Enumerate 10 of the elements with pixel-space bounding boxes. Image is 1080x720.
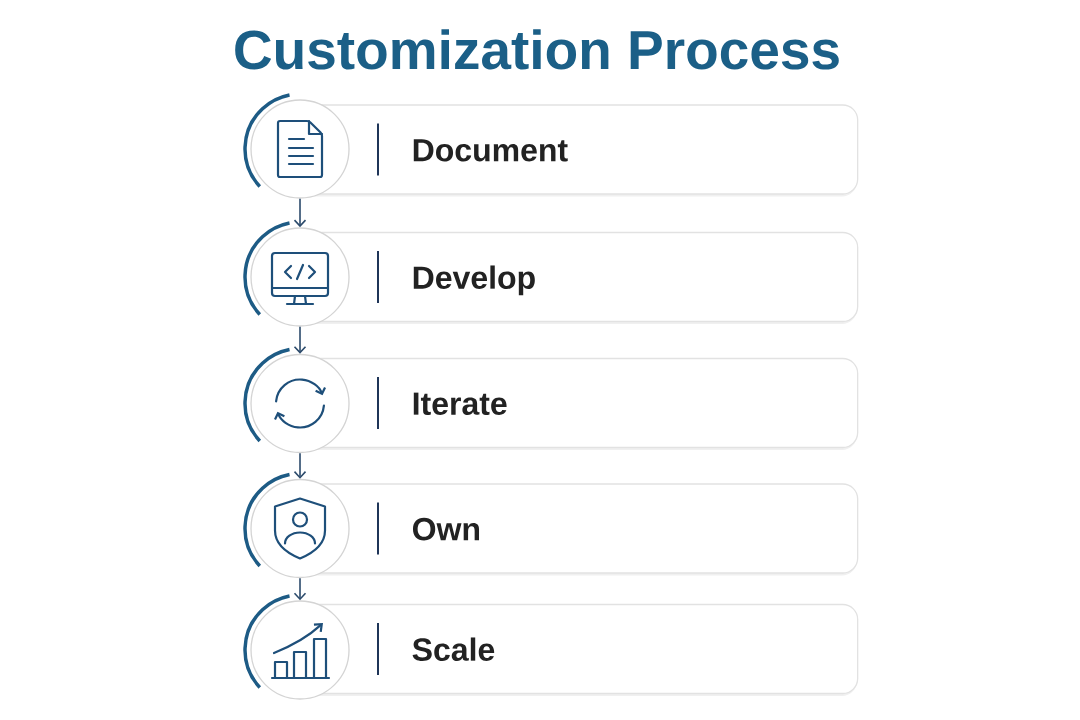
step-circle [250, 478, 350, 579]
arrow [293, 452, 307, 479]
arrow [293, 325, 307, 354]
step-circle [250, 227, 350, 327]
arrow [293, 577, 307, 601]
title: Customization Process [235, 29, 839, 70]
step-circle [250, 99, 350, 199]
step-circle [250, 600, 350, 700]
step-circle [250, 353, 350, 454]
arrow [293, 197, 307, 228]
